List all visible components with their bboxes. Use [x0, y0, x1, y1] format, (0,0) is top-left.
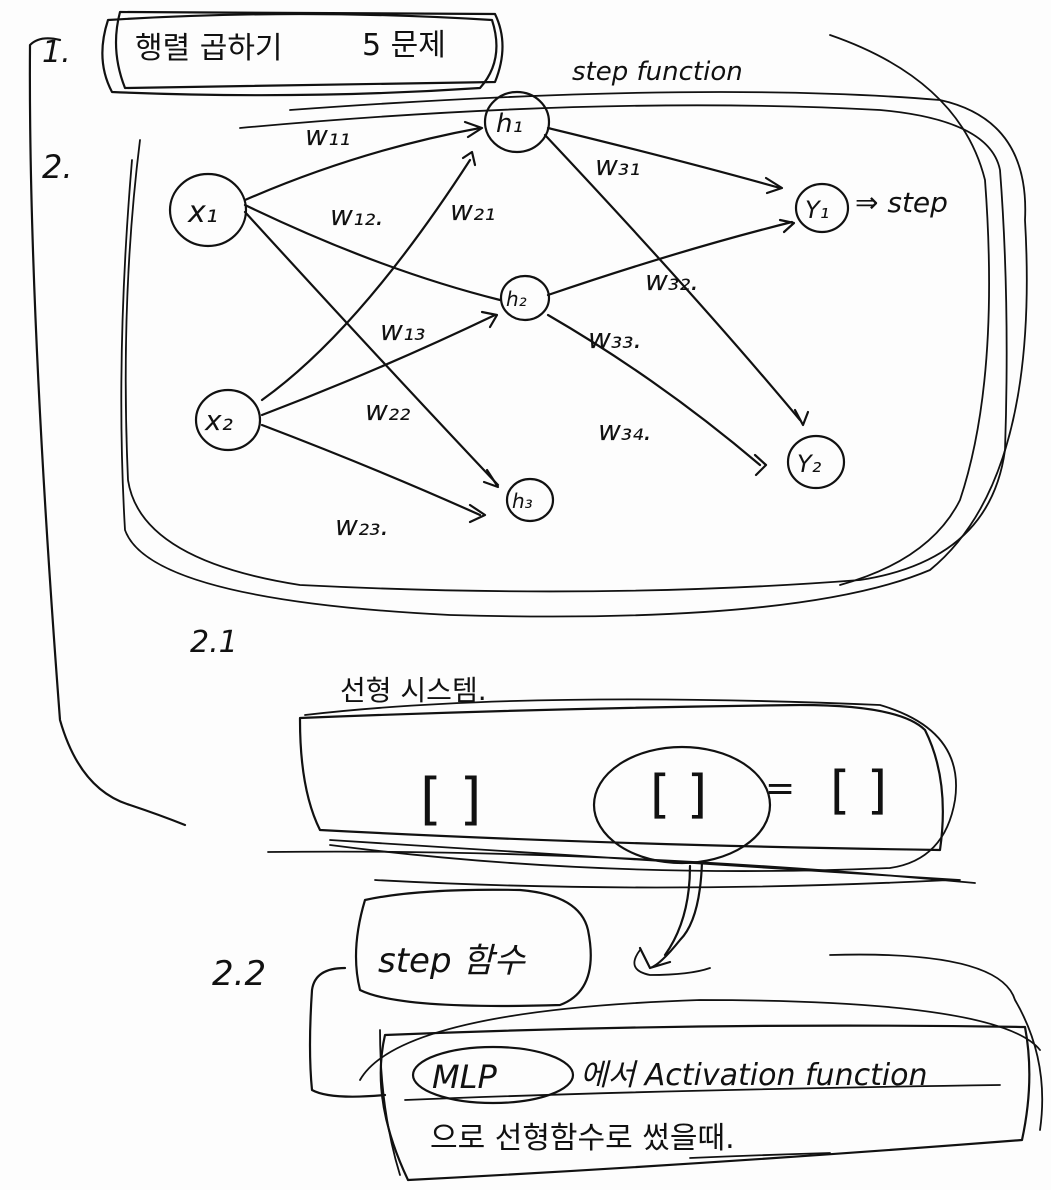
equation-box [298, 703, 944, 852]
weight-w13: w₁₃ [380, 314, 425, 347]
edge-h2-y1 [546, 220, 794, 297]
mlp-label: MLP [432, 1058, 497, 1096]
arrow-h1-y2 [793, 408, 810, 427]
linear-function-text: 으로 선형함수로 썼을때. [430, 1121, 735, 1156]
output-step-label: ⇒ step [855, 186, 948, 219]
mlp-circle [411, 1045, 575, 1105]
mlp-box-outer [359, 953, 1044, 1176]
weight-w12: w₁₂. [330, 199, 384, 232]
arrow-h1-y1 [764, 176, 784, 195]
section-2-1: 2.1 선형 시스템. [ ] [ ] = [ ] [190, 625, 976, 970]
underline-strokes [267, 839, 976, 889]
left-margin-bracket [28, 37, 187, 827]
weight-w33: w₃₃. [588, 322, 642, 355]
weight-w34: w₃₄. [598, 414, 652, 447]
arrow-x2-h1 [461, 150, 477, 167]
matrix-c: [ ] [830, 761, 887, 821]
edge-x1-h2 [243, 203, 502, 302]
arrow-x2-h2 [480, 310, 499, 329]
section-1-title: 행렬 곱하기 [135, 31, 283, 66]
weight-labels: w₁₁ w₁₂. w₁₃ w₂₁ w₂₂ w₂₃. w₃₁ w₃₂. w₃₃. … [305, 119, 699, 542]
node-h1 [483, 90, 551, 154]
network-frame-outer [120, 91, 1028, 618]
node-y1 [794, 182, 850, 234]
arrow-x1-h1 [463, 120, 484, 139]
node-h2-label: h₂ [506, 287, 527, 311]
node-h2 [499, 274, 551, 322]
matrix-a: [ ] [420, 767, 482, 832]
down-arrow [638, 860, 704, 970]
edge-x1-h3 [243, 210, 500, 487]
linear-underline [689, 1152, 831, 1159]
edge-x2-h1 [260, 158, 472, 402]
arrow-h2-y2 [753, 453, 768, 477]
section-2-1-number: 2.1 [190, 625, 238, 660]
network-frame-right [829, 34, 990, 586]
network-frame [124, 104, 1008, 593]
section-1-title-box-outer [101, 12, 498, 97]
weight-w31: w₃₁ [595, 149, 640, 182]
mlp-underline [404, 1084, 1001, 1101]
node-h3-label: h₃ [512, 489, 533, 513]
step-function-label: step function [572, 57, 743, 87]
edge-x1-h1 [243, 126, 482, 202]
matrix-b: [ ] [650, 765, 707, 825]
node-h1-label: h₁ [496, 109, 523, 139]
section-1: 1. 행렬 곱하기 5 문제 [28, 10, 504, 827]
section-2: 2. step function [42, 34, 1028, 618]
section-1-number: 1. [42, 35, 71, 70]
weight-w23: w₂₃. [335, 509, 389, 542]
edge-x2-h2 [260, 313, 497, 417]
node-y2-label: Y₂ [797, 450, 822, 478]
section-1-title-box [114, 10, 504, 90]
node-x1-label: x₁ [187, 195, 218, 230]
network-nodes: x₁ x₂ h₁ h₂ h₃ Y₁ Y₂ [168, 90, 850, 523]
arrow-x2-h3 [468, 503, 487, 524]
node-y2 [786, 434, 846, 490]
edge-x2-h3 [260, 423, 482, 517]
network-edges [243, 120, 810, 524]
node-x2 [194, 388, 262, 452]
section-2-1-title: 선형 시스템. [340, 674, 487, 707]
edge-h1-y2 [543, 133, 802, 422]
section-2-number: 2. [42, 148, 73, 186]
section-2-2-brace [308, 966, 387, 1098]
arrow-x1-h3 [482, 468, 500, 489]
equation-box-outer [304, 698, 957, 872]
node-x1 [168, 172, 248, 248]
weight-w22: w₂₂ [365, 394, 410, 427]
edge-h2-y2 [546, 313, 762, 467]
step-box [354, 888, 592, 1008]
node-y1-label: Y₁ [805, 196, 829, 224]
weight-w11: w₁₁ [305, 119, 350, 152]
mlp-box [379, 1024, 1031, 1182]
section-2-2-number: 2.2 [212, 954, 266, 994]
scribble-mark [633, 949, 711, 976]
node-h3 [505, 477, 555, 523]
matrix-b-circle [592, 745, 772, 865]
edge-h1-y1 [546, 126, 782, 190]
section-1-count: 5 문제 [362, 28, 446, 63]
section-2-2: 2.2 step 함수 MLP 에서 Activation function 으… [212, 888, 1044, 1182]
step-box-text: step 함수 [378, 941, 527, 981]
weight-w32: w₃₂. [645, 264, 699, 297]
equals-sign: = [765, 768, 795, 809]
arrow-h2-y1 [778, 218, 796, 234]
node-x2-label: x₂ [204, 404, 233, 437]
weight-w21: w₂₁ [450, 194, 495, 227]
